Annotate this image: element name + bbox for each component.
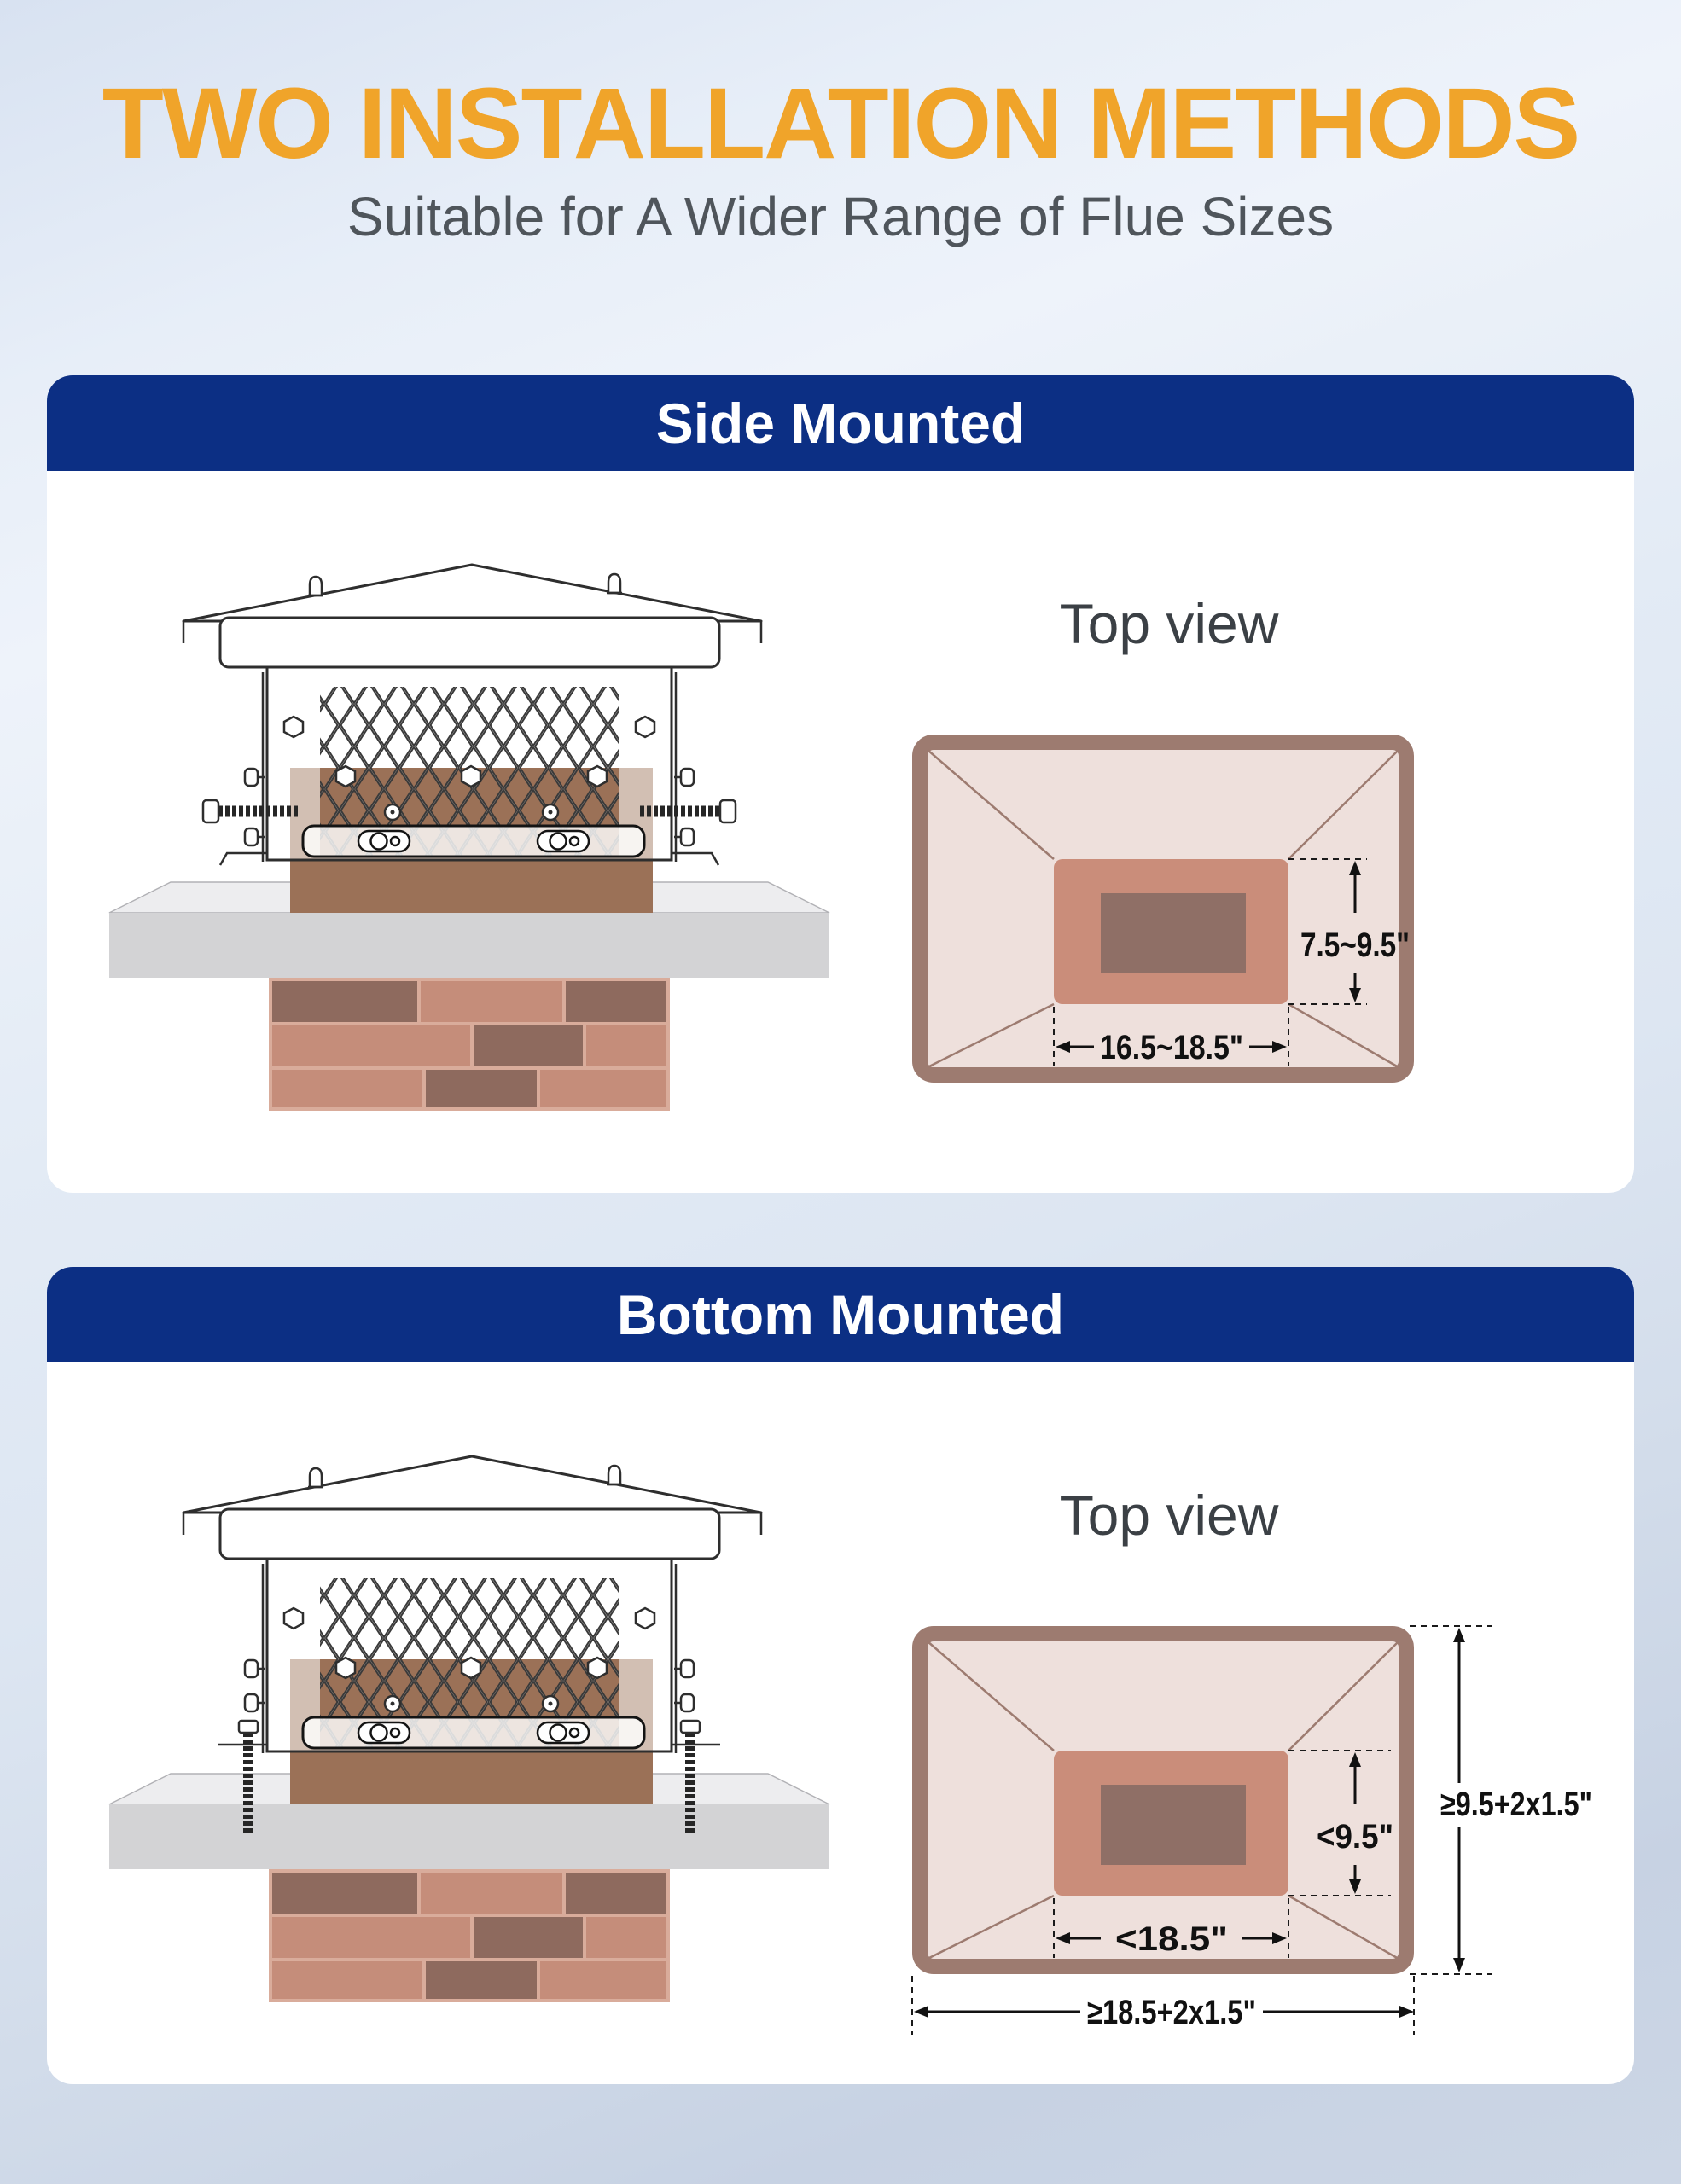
top-view-label-2: Top view bbox=[1059, 1484, 1279, 1547]
chimney-cap-drawing bbox=[109, 565, 829, 1111]
dim-overall-length-label: ≥18.5+2x1.5" bbox=[1087, 1994, 1256, 2031]
panel-side-mounted: Side Mounted Top view 7.5~9.5" bbox=[47, 375, 1634, 1193]
top-view-base bbox=[920, 1634, 1406, 1966]
panel-bottom-mounted-title: Bottom Mounted bbox=[616, 1283, 1065, 1346]
panel-bottom-mounted: Bottom Mounted Top view <9.5" bbox=[47, 1267, 1634, 2084]
dim-flue-width-label: <9.5" bbox=[1317, 1818, 1393, 1856]
dim-flue-length-label: 16.5~18.5" bbox=[1100, 1029, 1243, 1066]
panel-side-mounted-header: Side Mounted bbox=[47, 375, 1634, 471]
side-mounted-illustration bbox=[85, 512, 853, 1160]
bottom-mounted-illustration bbox=[85, 1403, 853, 2052]
panel-bottom-mounted-header: Bottom Mounted bbox=[47, 1267, 1634, 1362]
dim-flue-length-label: <18.5" bbox=[1115, 1920, 1228, 1958]
dim-overall-width-label: ≥9.5+2x1.5" bbox=[1440, 1786, 1592, 1823]
top-view-base bbox=[920, 742, 1406, 1075]
dim-flue-width-label: 7.5~9.5" bbox=[1300, 926, 1410, 964]
dim-flue-length: <18.5" bbox=[1053, 1898, 1289, 1958]
page-subtitle: Suitable for A Wider Range of Flue Sizes bbox=[346, 186, 1335, 247]
dim-flue-length: 16.5~18.5" bbox=[1053, 1007, 1289, 1066]
page-title: TWO INSTALLATION METHODS bbox=[102, 67, 1581, 180]
chimney-cap-drawing bbox=[109, 1456, 829, 2002]
top-view-diagram-bottom: <9.5" <18.5" ≥9.5+2x1.5" bbox=[911, 1625, 1592, 2035]
top-view-label-1: Top view bbox=[1059, 592, 1279, 655]
panel-side-mounted-title: Side Mounted bbox=[655, 392, 1026, 455]
dim-flue-width: 7.5~9.5" bbox=[1288, 858, 1410, 1005]
dim-overall-width: ≥9.5+2x1.5" bbox=[1410, 1625, 1592, 1975]
top-view-diagram-side: 7.5~9.5" 16.5~18.5" bbox=[887, 712, 1634, 1156]
dim-flue-width: <9.5" bbox=[1288, 1750, 1393, 1896]
dim-overall-length: ≥18.5+2x1.5" bbox=[911, 1976, 1415, 2035]
